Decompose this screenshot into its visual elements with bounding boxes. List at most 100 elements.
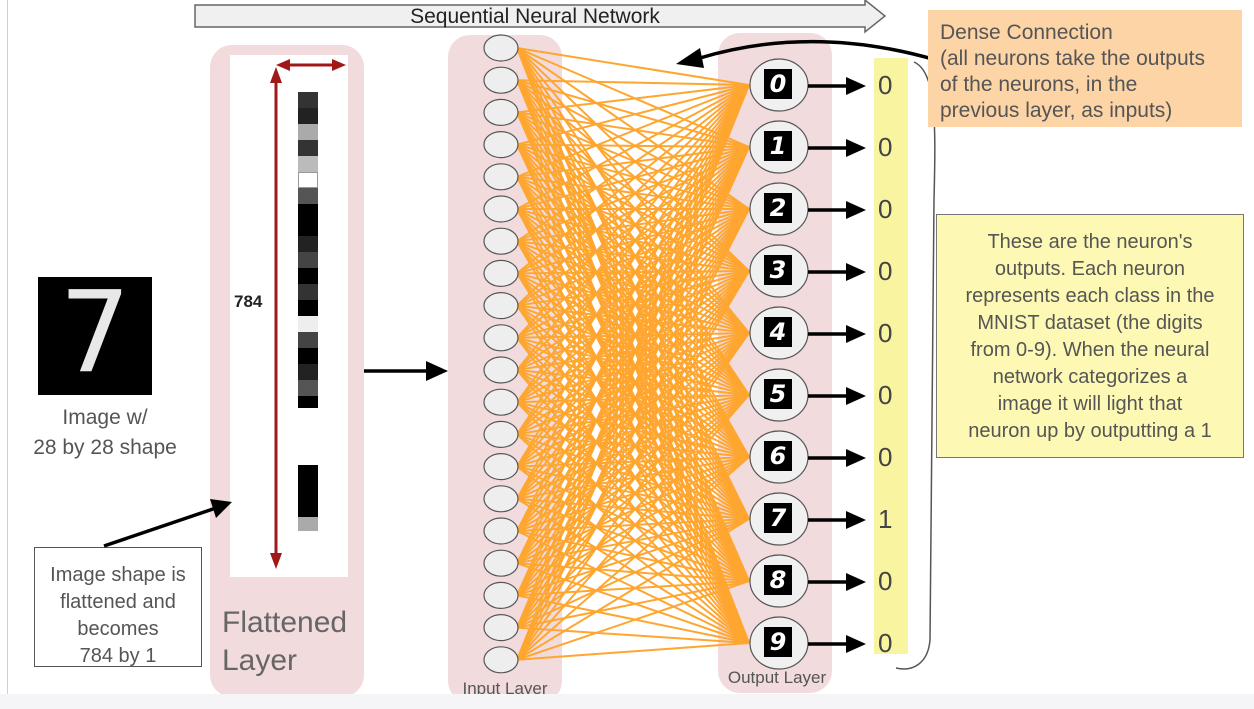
- connection-line: [516, 176, 750, 396]
- bottom-strip: [0, 694, 1254, 709]
- connection-line: [516, 580, 750, 661]
- dimension-label-784: 784: [234, 292, 263, 311]
- output-arrow-head: [846, 449, 866, 467]
- connection-line: [516, 240, 750, 458]
- flatten-note-line1: Image shape is: [50, 564, 186, 586]
- connection-line: [516, 84, 750, 596]
- diagram-title: Sequential Neural Network: [410, 5, 660, 28]
- output-digit-glyph: 7: [769, 504, 787, 532]
- connection-line: [516, 369, 750, 644]
- connection-line: [516, 272, 750, 396]
- output-arrow-head: [846, 511, 866, 529]
- connection-line: [516, 84, 750, 114]
- output-arrow-head: [846, 201, 866, 219]
- connection-line: [516, 84, 750, 532]
- flatten-note-arrow-head: [210, 499, 232, 518]
- flatten-note-line3: becomes: [77, 618, 159, 640]
- input-neuron: [483, 388, 519, 416]
- output-digit-tile: 1: [764, 131, 792, 161]
- connection-line: [516, 84, 750, 661]
- connection-line: [516, 111, 750, 334]
- connection-line: [516, 240, 750, 272]
- connection-line: [516, 84, 750, 210]
- connection-line: [516, 143, 750, 148]
- connection-line: [516, 84, 750, 307]
- dense-connection-note: Dense Connection (all neurons take the o…: [928, 10, 1242, 127]
- connection-line: [516, 304, 750, 334]
- input-neuron: [483, 517, 519, 545]
- connection-line: [516, 401, 750, 644]
- connection-line: [516, 337, 750, 582]
- connection-line: [516, 369, 750, 582]
- output-digit-glyph: 2: [769, 194, 787, 222]
- connection-line: [516, 304, 750, 396]
- connection-line: [516, 79, 750, 148]
- connection-line: [516, 208, 750, 272]
- connection-line: [516, 497, 750, 520]
- input-neuron: [483, 163, 519, 191]
- outputs-note-line4: MNIST dataset (the digits: [977, 312, 1203, 334]
- connection-line: [516, 594, 750, 644]
- connection-line: [516, 208, 750, 629]
- input-neuron: [483, 613, 519, 642]
- connection-line: [516, 369, 750, 458]
- connection-line: [516, 456, 750, 468]
- input-neuron: [483, 131, 519, 159]
- connection-line: [516, 394, 750, 404]
- flattened-inner-area: [230, 55, 348, 577]
- output-digit-glyph: 0: [769, 70, 787, 98]
- connection-line: [516, 401, 750, 520]
- connection-line: [516, 456, 750, 629]
- input-neuron: [483, 259, 519, 287]
- connection-line: [516, 465, 750, 644]
- flattened-layer-label-line1: Flattened: [222, 606, 348, 639]
- connection-line: [516, 240, 750, 396]
- outputs-note-line2: outputs. Each neuron: [994, 258, 1186, 280]
- connection-line: [516, 465, 750, 520]
- dense-note-arrow-line: [699, 39, 937, 62]
- connection-line: [516, 79, 750, 272]
- flattened-pixel-strip-end: [298, 465, 318, 531]
- connection-line: [516, 208, 750, 396]
- connection-line: [516, 337, 750, 520]
- output-arrow-head: [846, 325, 866, 343]
- dense-connections: [516, 47, 750, 661]
- connection-line: [516, 111, 750, 272]
- connection-line: [516, 111, 750, 210]
- output-digit-glyph: 5: [769, 380, 787, 408]
- output-digit-tile: 7: [764, 503, 792, 533]
- connection-line: [516, 84, 750, 500]
- connection-line: [516, 332, 750, 339]
- output-arrow-head: [846, 635, 866, 653]
- output-digit-tile: 9: [764, 627, 792, 657]
- outputs-note-line3: represents each class in the: [965, 285, 1215, 307]
- input-neuron: [483, 324, 519, 352]
- connection-line: [516, 84, 750, 243]
- connection-line: [516, 175, 750, 210]
- input-neuron: [483, 549, 519, 577]
- outputs-brace: [895, 61, 936, 670]
- input-layer-label: Input Layer: [462, 679, 548, 698]
- input-neuron: [483, 581, 519, 610]
- output-value: 0: [878, 194, 893, 224]
- output-value: 0: [878, 256, 893, 286]
- input-neuron: [483, 453, 519, 481]
- input-neuron: [483, 227, 519, 255]
- output-arrow-head: [846, 139, 866, 157]
- connection-line: [516, 626, 750, 644]
- connection-line: [516, 304, 750, 582]
- outputs-note-line8: neuron up by outputting a 1: [968, 420, 1212, 442]
- connection-line: [516, 84, 750, 564]
- connection-line: [516, 270, 750, 661]
- flattened-pixel-strip: [298, 92, 318, 408]
- input-image-caption-line2: 28 by 28 shape: [33, 436, 177, 459]
- connection-line: [516, 272, 750, 458]
- input-neuron: [483, 98, 519, 127]
- connection-line: [516, 47, 750, 86]
- connection-line: [516, 336, 750, 396]
- connection-line: [516, 401, 750, 458]
- output-value: 0: [878, 380, 893, 410]
- input-neuron: [483, 420, 519, 448]
- output-digit-glyph: 1: [769, 132, 787, 160]
